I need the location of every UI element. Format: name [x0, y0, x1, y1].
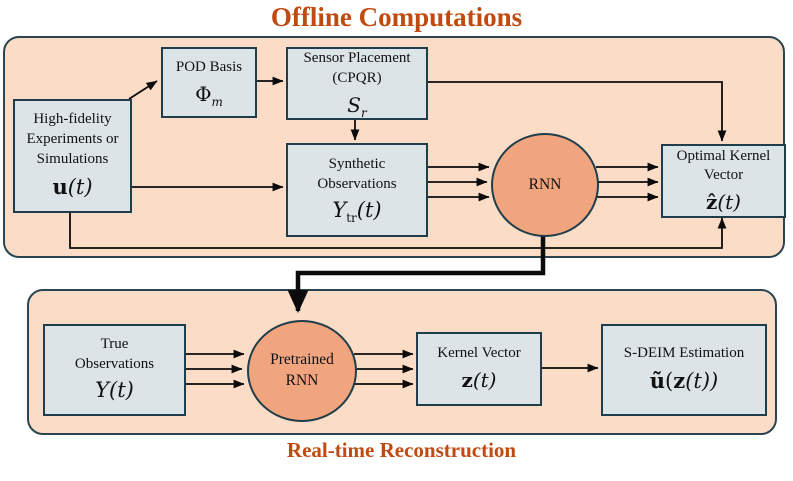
sdeim-estimation-label: S-DEIM Estimation: [623, 345, 745, 362]
synthetic-observations-label-line2: Observations: [317, 175, 397, 192]
pod-basis-math: Φm: [195, 81, 223, 109]
rnn-label: RNN: [528, 175, 562, 193]
true-observations-label-line2: Observations: [74, 355, 155, 372]
pod-basis-box: POD Basis Φm: [161, 47, 257, 118]
realtime-section-title: Real-time Reconstruction: [286, 438, 517, 462]
pod-basis-label: POD Basis: [175, 58, 243, 75]
high-fidelity-math: u(t): [52, 173, 93, 199]
pretrained-rnn-label-line2: RNN: [285, 372, 319, 389]
kernel-vector-label: Kernel Vector: [437, 345, 521, 362]
kernel-vector-math: z(t): [461, 368, 497, 393]
high-fidelity-box: High-fidelity Experiments or Simulations…: [13, 99, 132, 213]
true-observations-math: Y(t): [95, 378, 134, 403]
optimal-kernel-math: ẑ(t): [705, 190, 741, 215]
optimal-kernel-label-line1: Optimal Kernel: [676, 147, 771, 164]
offline-section-title: Offline Computations: [270, 2, 523, 32]
sensor-placement-box: Sensor Placement (CPQR) Sr: [286, 47, 428, 120]
sdeim-estimation-box: S-DEIM Estimation ũ(z(t)): [601, 324, 767, 416]
true-observations-label-line1: True: [100, 335, 129, 352]
pretrained-rnn-node: Pretrained RNN: [247, 320, 357, 422]
synthetic-observations-box: Synthetic Observations Ytr(t): [286, 143, 428, 237]
pretrained-rnn-label-line1: Pretrained: [270, 351, 334, 369]
optimal-kernel-label-line2: Vector: [703, 167, 744, 184]
high-fidelity-label-line1: High-fidelity: [33, 111, 112, 128]
sdeim-estimation-math: ũ(z(t)): [649, 368, 719, 394]
synthetic-observations-math: Ytr(t): [332, 198, 382, 226]
sensor-placement-label-line1: Sensor Placement: [303, 50, 411, 66]
sensor-placement-math: Sr: [347, 92, 367, 120]
kernel-vector-box: Kernel Vector z(t): [416, 332, 542, 406]
high-fidelity-label-line2: Experiments or: [26, 131, 119, 148]
true-observations-box: True Observations Y(t): [43, 324, 186, 416]
rnn-node: RNN: [491, 133, 599, 237]
optimal-kernel-vector-box: Optimal Kernel Vector ẑ(t): [661, 144, 786, 218]
high-fidelity-label-line3: Simulations: [36, 151, 109, 168]
sensor-placement-label-line2: (CPQR): [332, 69, 382, 86]
synthetic-observations-label-line1: Synthetic: [328, 155, 386, 172]
